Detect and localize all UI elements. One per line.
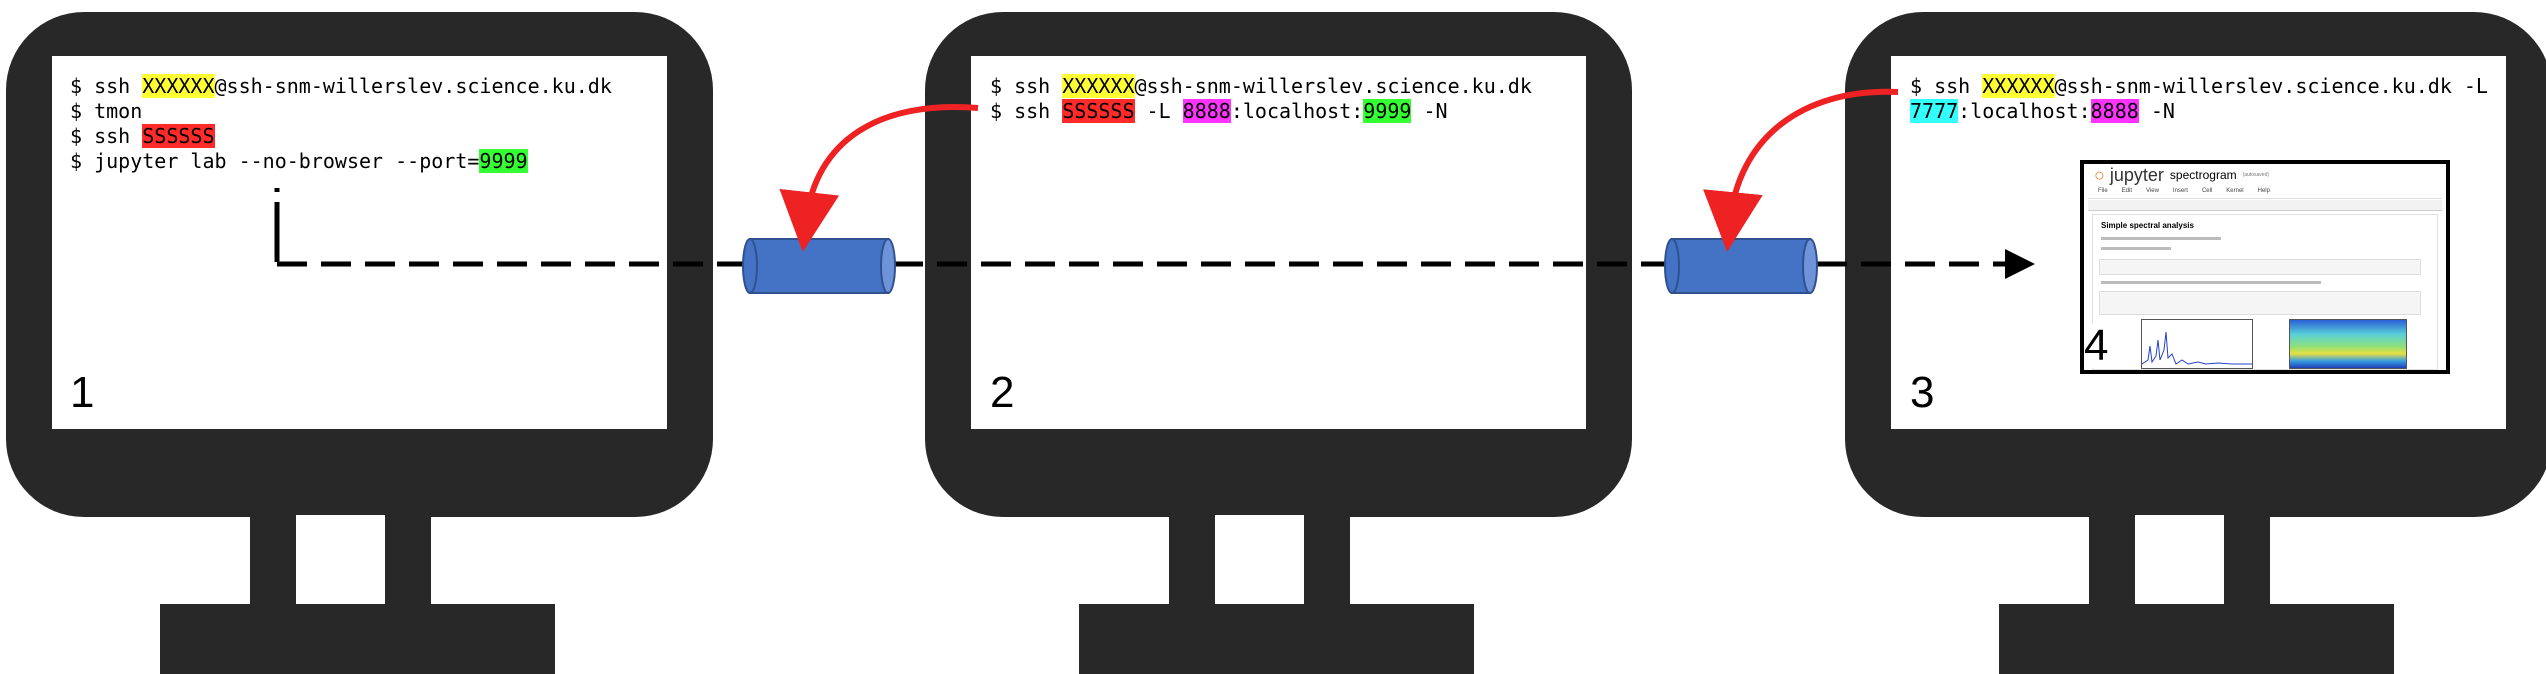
highlighted-token: 9999 — [1363, 99, 1412, 123]
highlighted-token: 7777 — [1910, 99, 1959, 123]
jupyter-menu: File Edit View Insert Cell Kernel Help — [2088, 188, 2442, 199]
command-text: :localhost: — [1230, 99, 1364, 123]
command-line: $ jupyter lab --no-browser --port=9999 — [70, 149, 612, 174]
highlighted-token: XXXXXX — [1062, 74, 1135, 98]
command-line: $ ssh XXXXXX@ssh-snm-willerslev.science.… — [990, 74, 1532, 99]
command-text: -L — [1134, 99, 1183, 123]
terminal-1-commands: $ ssh XXXXXX@ssh-snm-willerslev.science.… — [70, 74, 612, 174]
spectrogram-plot — [2289, 319, 2407, 369]
highlighted-token: SSSSSS — [1062, 99, 1135, 123]
command-text: @ssh-snm-willerslev.science.ku.dk — [1134, 74, 1532, 98]
command-text: -N — [2138, 99, 2175, 123]
command-text: $ ssh — [990, 74, 1063, 98]
command-line: $ ssh SSSSSS — [70, 124, 612, 149]
monitor-1-number: 1 — [70, 368, 95, 417]
command-text: $ ssh — [70, 124, 143, 148]
highlighted-token: XXXXXX — [1982, 74, 2055, 98]
highlighted-token: SSSSSS — [142, 124, 215, 148]
command-text: $ ssh — [1910, 74, 1983, 98]
red-arrow-2 — [1703, 88, 1899, 252]
notebook-name: spectrogram — [2169, 168, 2237, 182]
command-text: $ ssh — [70, 74, 143, 98]
highlighted-token: XXXXXX — [142, 74, 215, 98]
monitor-1-base — [160, 604, 555, 674]
command-text: $ tmon — [70, 99, 143, 123]
menu-item[interactable]: Insert — [2172, 188, 2188, 194]
terminal-2-commands: $ ssh XXXXXX@ssh-snm-willerslev.science.… — [990, 74, 1532, 124]
monitor-3-base — [1999, 604, 2394, 674]
code-cell — [2099, 259, 2421, 275]
menu-item[interactable]: Kernel — [2226, 188, 2244, 194]
ssh-tunnel-1 — [742, 238, 896, 294]
command-text: @ssh-snm-willerslev.science.ku.dk -L — [2054, 74, 2488, 98]
notebook-page: Simple spectral analysis — [2092, 214, 2438, 370]
ssh-tunnel-2 — [1664, 238, 1818, 294]
command-line: 7777:localhost:8888 -N — [1910, 99, 2488, 124]
monitor-3-number: 3 — [1910, 368, 1935, 417]
command-text: $ ssh — [990, 99, 1063, 123]
saved-status: (autosaved) — [2242, 172, 2270, 178]
red-arrow-1 — [779, 104, 979, 252]
command-text: -N — [1411, 99, 1448, 123]
highlighted-token: 8888 — [1182, 99, 1231, 123]
terminal-3-commands: $ ssh XXXXXX@ssh-snm-willerslev.science.… — [1910, 74, 2488, 124]
menu-item[interactable]: Help — [2257, 188, 2270, 194]
menu-item[interactable]: View — [2146, 188, 2159, 194]
command-text: :localhost: — [1958, 99, 2091, 123]
code-cell — [2099, 291, 2421, 315]
menu-item[interactable]: Edit — [2121, 188, 2133, 194]
command-line: $ ssh SSSSSS -L 8888:localhost:9999 -N — [990, 99, 1532, 124]
monitor-1-screen — [52, 56, 667, 429]
menu-item[interactable]: Cell — [2201, 188, 2213, 194]
jupyter-preview-number: 4 — [2084, 321, 2111, 370]
menu-item[interactable]: File — [2098, 188, 2108, 194]
notebook-heading: Simple spectral analysis — [2101, 221, 2194, 230]
monitor-2-number: 2 — [990, 368, 1015, 417]
command-line: $ tmon — [70, 99, 612, 124]
command-text: $ jupyter lab --no-browser --port= — [70, 149, 480, 173]
jupyter-preview: ○ jupyter spectrogram (autosaved) File Ed… — [2080, 160, 2450, 374]
command-line: $ ssh XXXXXX@ssh-snm-willerslev.science.… — [1910, 74, 2488, 99]
command-line: $ ssh XXXXXX@ssh-snm-willerslev.science.… — [70, 74, 612, 99]
signal-plot — [2141, 319, 2253, 369]
command-text: @ssh-snm-willerslev.science.ku.dk — [214, 74, 612, 98]
jupyter-toolbar — [2088, 200, 2442, 211]
highlighted-token: 8888 — [2090, 99, 2139, 123]
highlighted-token: 9999 — [479, 149, 528, 173]
signal-trace — [2141, 331, 2252, 365]
monitor-2-base — [1079, 604, 1474, 674]
jupyter-logo: ○ jupyter — [2094, 164, 2164, 185]
